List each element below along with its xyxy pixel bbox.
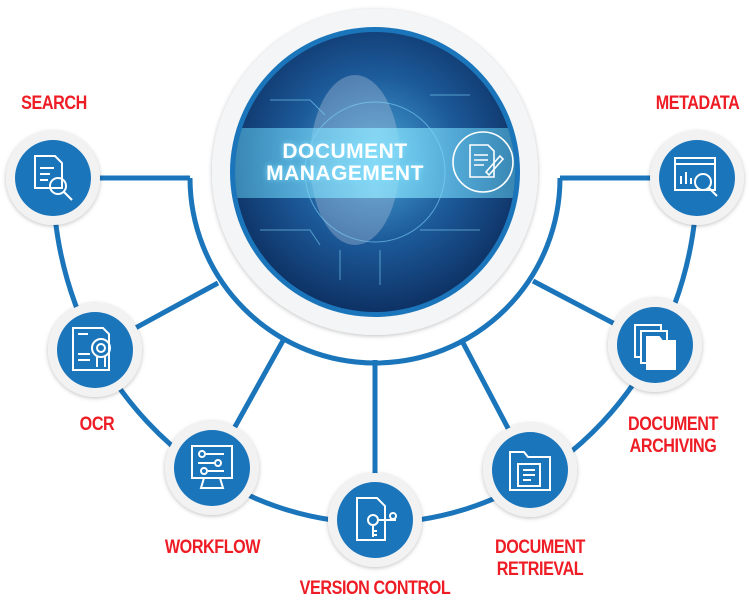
label-retrieval-line1: DOCUMENT: [495, 537, 585, 558]
node-ocr[interactable]: [48, 303, 142, 397]
node-search[interactable]: [6, 131, 100, 225]
label-archiving-line1: DOCUMENT: [628, 414, 718, 435]
node-workflow[interactable]: [165, 421, 259, 515]
document-key-icon: [356, 497, 397, 541]
node-metadata[interactable]: [650, 131, 744, 225]
folder-document-icon: [509, 451, 551, 491]
label-metadata: METADATA: [655, 93, 740, 114]
node-version-control[interactable]: [328, 473, 422, 567]
node-document-retrieval[interactable]: [483, 423, 577, 517]
label-ocr: OCR: [79, 414, 115, 435]
center-hub: [212, 9, 538, 335]
label-search: SEARCH: [21, 93, 87, 114]
label-archiving-line2: ARCHIVING: [629, 436, 717, 457]
data-magnifier-icon: [674, 157, 718, 197]
document-search-icon: [34, 155, 73, 201]
center-title-line1: DOCUMENT: [282, 140, 408, 163]
center-title-line2: MANAGEMENT: [266, 162, 424, 185]
document-edit-icon: [452, 131, 514, 193]
center-photo: [235, 75, 515, 285]
label-retrieval-line2: RETRIEVAL: [496, 559, 584, 580]
archive-folders-icon: [634, 324, 676, 370]
workflow-monitor-icon: [191, 445, 233, 489]
node-document-archiving[interactable]: [608, 298, 702, 392]
document-scan-icon: [72, 327, 111, 371]
label-version-control: VERSION CONTROL: [299, 578, 451, 599]
label-workflow: WORKFLOW: [164, 537, 261, 558]
